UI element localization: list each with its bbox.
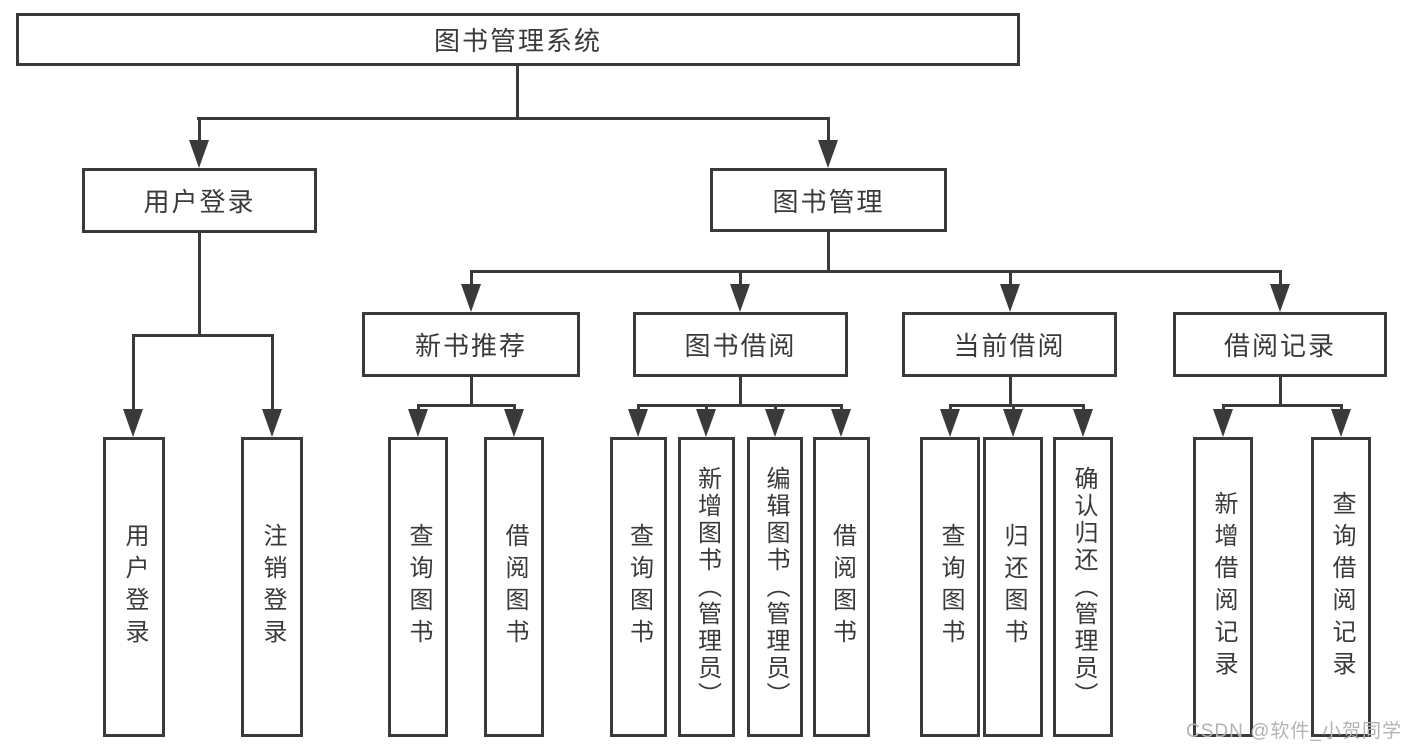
leaf-label: 编辑图书（管理员） <box>762 465 789 709</box>
arrow-down-icon <box>940 409 960 437</box>
connector-line <box>827 231 830 272</box>
connector-line <box>198 232 201 336</box>
connector-line <box>1279 270 1282 290</box>
leaf-label: 确认归还（管理员） <box>1070 465 1097 709</box>
leaf-query-borrow-record: 查询借阅记录 <box>1311 437 1371 737</box>
leaf-label: 新增图书（管理员） <box>693 465 721 709</box>
arrow-down-icon <box>1003 409 1023 437</box>
leaf-label: 查询图书 <box>625 523 653 651</box>
node-book-management: 图书管理 <box>710 168 947 232</box>
node-label: 当前借阅 <box>953 331 1066 361</box>
leaf-confirm-return-admin: 确认归还（管理员） <box>1053 437 1113 737</box>
connector-line <box>198 117 201 145</box>
leaf-label: 注销登录 <box>259 523 286 651</box>
node-label: 图书借阅 <box>684 331 797 361</box>
connector-line <box>132 334 135 414</box>
arrow-down-icon <box>504 409 524 437</box>
arrow-down-icon <box>765 409 785 437</box>
leaf-label: 借阅图书 <box>828 523 856 651</box>
arrow-down-icon <box>461 284 481 312</box>
connector-line <box>1222 404 1342 407</box>
arrow-down-icon <box>123 409 143 437</box>
connector-line <box>197 117 830 120</box>
arrow-down-icon <box>1213 409 1233 437</box>
leaf-borrow-books-newbook: 借阅图书 <box>484 437 544 737</box>
arrow-down-icon <box>1331 409 1351 437</box>
node-label: 借阅记录 <box>1223 331 1336 361</box>
connector-line <box>470 376 473 406</box>
connector-line <box>1279 376 1282 406</box>
node-book-borrowing: 图书借阅 <box>633 312 848 377</box>
arrow-down-icon <box>1270 284 1290 312</box>
connector-line <box>739 376 742 406</box>
connector-line <box>949 404 1084 407</box>
arrow-down-icon <box>628 409 648 437</box>
leaf-query-books-current: 查询图书 <box>920 437 980 737</box>
arrow-down-icon <box>408 409 428 437</box>
node-label: 图书管理 <box>772 186 885 217</box>
node-borrowing-records: 借阅记录 <box>1173 312 1387 377</box>
node-user-login: 用户登录 <box>82 168 317 233</box>
connector-line <box>516 66 519 118</box>
leaf-label: 用户登录 <box>121 523 148 651</box>
connector-line <box>470 270 1281 273</box>
arrow-down-icon <box>262 409 282 437</box>
leaf-add-books-admin: 新增图书（管理员） <box>678 437 735 737</box>
leaf-add-borrow-record: 新增借阅记录 <box>1193 437 1253 737</box>
leaf-label: 归还图书 <box>1000 523 1027 651</box>
connector-line <box>1009 270 1012 290</box>
leaf-borrow-books-borrow: 借阅图书 <box>813 437 870 737</box>
arrow-down-icon <box>1073 409 1093 437</box>
leaf-edit-books-admin: 编辑图书（管理员） <box>747 437 803 737</box>
leaf-label: 查询图书 <box>937 523 964 651</box>
leaf-label: 查询图书 <box>405 523 432 651</box>
arrow-down-icon <box>818 140 838 168</box>
leaf-label: 新增借阅记录 <box>1210 491 1237 683</box>
leaf-return-books: 归还图书 <box>983 437 1043 737</box>
connector-line <box>827 117 830 145</box>
arrow-down-icon <box>189 140 209 168</box>
arrow-down-icon <box>730 284 750 312</box>
arrow-down-icon <box>1000 284 1020 312</box>
connector-line <box>1009 376 1012 406</box>
leaf-label: 查询借阅记录 <box>1328 491 1355 683</box>
leaf-logout: 注销登录 <box>241 437 303 737</box>
node-label: 新书推荐 <box>414 331 527 361</box>
connector-line <box>739 270 742 290</box>
arrow-down-icon <box>831 409 851 437</box>
connector-line <box>271 334 274 414</box>
node-library-management-system: 图书管理系统 <box>16 13 1020 66</box>
connector-line <box>637 404 843 407</box>
node-current-borrowing: 当前借阅 <box>902 312 1117 377</box>
node-new-book-recommend: 新书推荐 <box>362 312 580 377</box>
leaf-user-login: 用户登录 <box>103 437 165 737</box>
arrow-down-icon <box>696 409 716 437</box>
connector-line <box>470 270 473 290</box>
leaf-query-books-borrow: 查询图书 <box>610 437 667 737</box>
leaf-query-books-newbook: 查询图书 <box>388 437 448 737</box>
leaf-label: 借阅图书 <box>501 523 528 651</box>
node-label: 用户登录 <box>143 187 256 217</box>
csdn-watermark: CSDN @软件_小贺同学 <box>1186 721 1402 742</box>
connector-line <box>132 334 274 337</box>
connector-line <box>417 404 516 407</box>
node-label: 图书管理系统 <box>433 26 602 56</box>
